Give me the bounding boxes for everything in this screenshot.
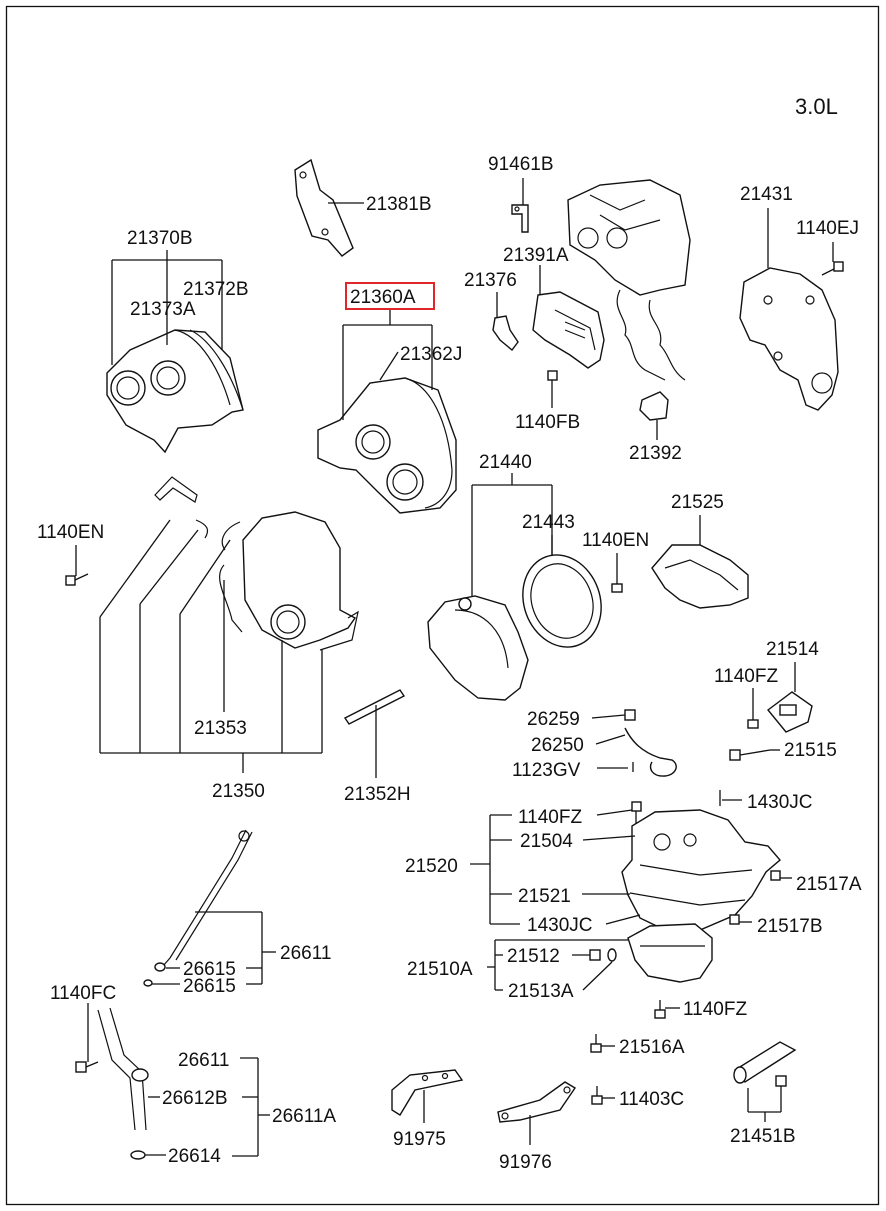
label-21372B[interactable]: 21372B — [183, 279, 249, 300]
part-21381B-bracket — [294, 158, 354, 257]
part-1140FB-bolt — [547, 370, 558, 396]
label-21512[interactable]: 21512 — [507, 946, 560, 967]
part-21513A-washer — [607, 948, 617, 962]
label-21517B[interactable]: 21517B — [757, 916, 823, 937]
label-26615-b[interactable]: 26615 — [183, 976, 236, 997]
part-21451B-damper — [733, 1041, 797, 1087]
label-26611-a[interactable]: 26611 — [280, 943, 331, 964]
label-21350[interactable]: 21350 — [212, 781, 265, 802]
label-1430JC-b[interactable]: 1430JC — [527, 915, 593, 936]
part-21352H-strip — [343, 689, 406, 725]
part-21517A-bolt — [770, 870, 781, 881]
label-21360A[interactable]: 21360A — [350, 287, 416, 308]
part-1140EN-bolt-right — [611, 570, 623, 593]
part-21517B-bolt — [729, 914, 740, 925]
label-26612B[interactable]: 26612B — [162, 1088, 228, 1109]
part-1140FZ-bolt-c — [654, 1000, 666, 1019]
label-21513A[interactable]: 21513A — [508, 981, 574, 1002]
label-1140FZ-a[interactable]: 1140FZ — [714, 666, 778, 687]
label-21376[interactable]: 21376 — [464, 270, 517, 291]
label-1140EJ[interactable]: 1140EJ — [796, 218, 859, 239]
label-21516A[interactable]: 21516A — [619, 1037, 685, 1058]
part-21520-oil-pan — [621, 809, 781, 931]
label-26615-a[interactable]: 26615 — [183, 959, 236, 980]
label-1140FC[interactable]: 1140FC — [50, 983, 116, 1004]
label-1430JC-a[interactable]: 1430JC — [747, 792, 813, 813]
part-21443-seal — [522, 554, 602, 648]
part-21525-baffle — [651, 544, 749, 609]
part-91461B-bracket — [511, 204, 529, 233]
part-21431-bracket — [739, 267, 839, 411]
part-26250-strainer — [624, 709, 677, 777]
label-26614[interactable]: 26614 — [168, 1146, 221, 1167]
part-91976-bracket — [497, 1081, 576, 1123]
label-26250[interactable]: 26250 — [531, 735, 584, 756]
label-26259[interactable]: 26259 — [527, 709, 580, 730]
label-21520[interactable]: 21520 — [405, 856, 458, 877]
engine-label: 3.0L — [795, 94, 838, 119]
label-21431[interactable]: 21431 — [740, 184, 793, 205]
part-21514-cover — [766, 691, 813, 733]
label-21353[interactable]: 21353 — [194, 718, 247, 739]
label-21381B[interactable]: 21381B — [366, 194, 432, 215]
label-26611-b[interactable]: 26611 — [178, 1050, 229, 1071]
leader-lines — [75, 178, 834, 1157]
part-21350-cover-assembly — [154, 476, 359, 651]
label-1140FB[interactable]: 1140FB — [515, 412, 580, 433]
label-1140EN-right[interactable]: 1140EN — [582, 530, 649, 551]
label-11403C[interactable]: 11403C — [619, 1089, 684, 1110]
label-21362J[interactable]: 21362J — [400, 344, 462, 365]
label-21517A[interactable]: 21517A — [796, 874, 862, 895]
label-1140FZ-c[interactable]: 1140FZ — [683, 999, 747, 1020]
label-21392[interactable]: 21392 — [629, 443, 682, 464]
part-21370B-timing-cover — [106, 329, 244, 454]
label-21504[interactable]: 21504 — [520, 831, 573, 852]
part-26611-dipstick — [143, 829, 253, 987]
part-21440-oil-pump — [427, 595, 529, 701]
label-91461B[interactable]: 91461B — [488, 154, 554, 175]
label-21443[interactable]: 21443 — [522, 512, 575, 533]
label-21370B[interactable]: 21370B — [127, 228, 193, 249]
label-1140EN-left[interactable]: 1140EN — [37, 522, 104, 543]
label-21514[interactable]: 21514 — [766, 639, 819, 660]
label-21451B[interactable]: 21451B — [730, 1126, 796, 1147]
label-21373A[interactable]: 21373A — [130, 299, 196, 320]
part-21510A-lower-pan — [627, 923, 713, 983]
label-21391A[interactable]: 21391A — [503, 245, 569, 266]
diagram-frame — [5, 5, 880, 1206]
part-21391A-plate — [532, 291, 605, 369]
part-1140FZ-bolt-b — [631, 801, 642, 824]
part-21392-bracket — [639, 391, 669, 421]
part-91975-bracket — [391, 1069, 464, 1116]
label-21510A[interactable]: 21510A — [407, 959, 473, 980]
label-1140FZ-b[interactable]: 1140FZ — [518, 807, 582, 828]
part-21376-clip — [492, 315, 519, 352]
label-21515[interactable]: 21515 — [784, 740, 837, 761]
label-26611A[interactable]: 26611A — [272, 1106, 336, 1127]
label-91976[interactable]: 91976 — [499, 1152, 552, 1173]
label-1123GV[interactable]: 1123GV — [512, 760, 581, 781]
label-21525[interactable]: 21525 — [671, 492, 724, 513]
label-21352H[interactable]: 21352H — [344, 784, 411, 805]
label-21440[interactable]: 21440 — [479, 452, 532, 473]
highlight-box-21360A — [345, 282, 435, 310]
part-26611A-dipstick-tube — [75, 1007, 149, 1160]
part-21515-bolt — [729, 749, 771, 761]
part-labels: 21381B 91461B 21431 21370B 1140EJ 21391A… — [37, 154, 862, 1173]
part-1140FZ-bolt-a — [747, 705, 759, 729]
part-21516A-bolt — [590, 1034, 602, 1053]
part-engine-block — [567, 179, 691, 381]
part-1140EN-bolt-left — [65, 573, 89, 586]
label-21521[interactable]: 21521 — [518, 886, 571, 907]
part-1140EJ-bolt — [821, 261, 844, 276]
label-91975[interactable]: 91975 — [393, 1129, 446, 1150]
part-21360A-timing-cover — [317, 377, 457, 514]
part-11403C-bolt — [591, 1086, 603, 1105]
part-21512-plug — [572, 949, 601, 961]
